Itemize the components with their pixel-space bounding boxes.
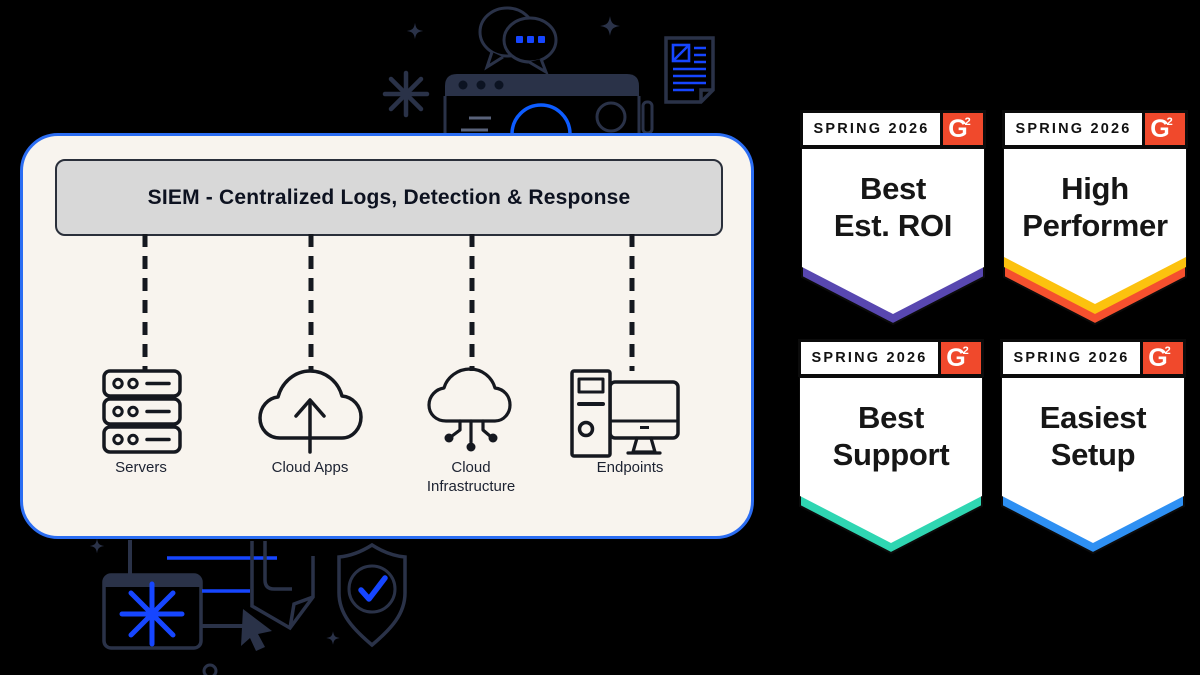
g2-sup: 2: [962, 345, 969, 357]
badge-season-label: SPRING 2026: [811, 350, 928, 366]
badge-title: Easiest Setup: [1000, 399, 1186, 473]
badge-title-line1: High: [1061, 171, 1129, 206]
chat-bubbles-icon: [478, 6, 558, 76]
siem-header-box: SIEM - Centralized Logs, Detection & Res…: [55, 159, 723, 236]
badge-shield: [799, 377, 983, 555]
badge-season-label: SPRING 2026: [1013, 350, 1130, 366]
badge-title: Best Support: [798, 399, 984, 473]
app-window-asterisk-icon: [102, 573, 203, 650]
badge-body: High Performer: [1002, 148, 1188, 326]
siem-title: SIEM - Centralized Logs, Detection & Res…: [147, 185, 631, 209]
shield-check-icon: [337, 542, 407, 648]
badge-title-line2: Support: [832, 437, 950, 472]
badge-title-line1: Easiest: [1039, 400, 1147, 435]
g2-letter: G: [1150, 114, 1170, 143]
badge-body: Best Est. ROI: [800, 148, 986, 326]
badge-season-label: SPRING 2026: [1015, 121, 1132, 137]
sparkle-icon: [406, 22, 424, 40]
badge-shield: [1003, 148, 1187, 326]
source-label-servers: Servers: [115, 459, 167, 476]
decor-circle: [202, 663, 218, 675]
g2-sup: 2: [964, 116, 971, 128]
sparkle-icon: [89, 538, 105, 554]
sparkle-icon: [326, 631, 340, 645]
sparkle-icon: [600, 16, 620, 36]
browser-window-icon: [443, 74, 654, 135]
asterisk-burst-icon: [382, 70, 430, 118]
badge-title-line1: Best: [860, 171, 926, 206]
g2-letter: G: [948, 114, 968, 143]
badge-shield: [1001, 377, 1185, 555]
folded-page-icon: [250, 541, 315, 631]
badge-title-line2: Performer: [1022, 208, 1168, 243]
siem-diagram-card: SIEM - Centralized Logs, Detection & Res…: [20, 133, 754, 539]
badge-title-line1: Best: [858, 400, 924, 435]
badge-title-line2: Est. ROI: [833, 208, 953, 243]
source-label-cloud-infrastructure: Cloud Infrastructure: [426, 459, 516, 495]
badge-title: Best Est. ROI: [800, 170, 986, 244]
badge-season-label: SPRING 2026: [813, 121, 930, 137]
document-icon: [664, 36, 715, 104]
badge-body: Best Support: [798, 377, 984, 555]
badge-title-line2: Setup: [1050, 437, 1136, 472]
g2-sup: 2: [1164, 345, 1171, 357]
badge-shield: [801, 148, 985, 326]
badge-body: Easiest Setup: [1000, 377, 1186, 555]
g2-sup: 2: [1166, 116, 1173, 128]
g2-letter: G: [1148, 343, 1168, 372]
cursor-arrow-icon: [241, 609, 272, 651]
g2-letter: G: [946, 343, 966, 372]
source-label-cloud-apps: Cloud Apps: [271, 459, 349, 476]
source-label-endpoints: Endpoints: [596, 459, 664, 476]
badge-title: High Performer: [1002, 170, 1188, 244]
